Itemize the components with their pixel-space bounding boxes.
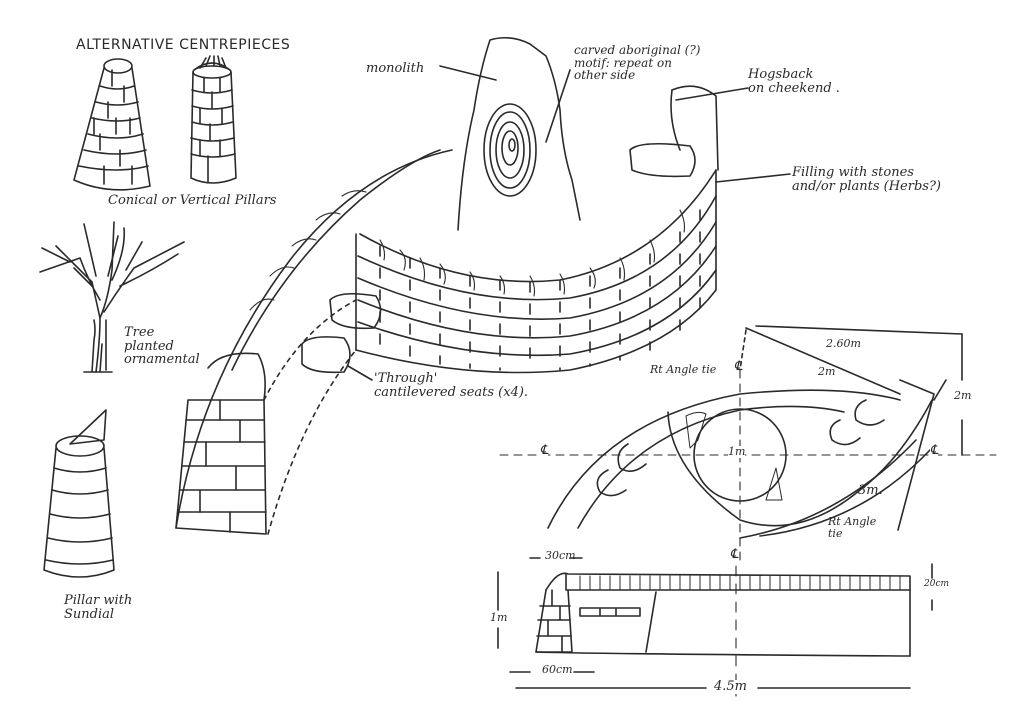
plan-dim-outer: 3m. xyxy=(858,483,883,498)
sundial-label: Pillar with Sundial xyxy=(64,593,133,622)
plan-dim-circle: 1m xyxy=(728,445,746,458)
plan-dim-overall: 2.60m xyxy=(826,337,861,350)
elev-centreline: ℄ xyxy=(730,547,739,562)
sundial-pillar-drawing xyxy=(43,409,115,578)
vertical-pillar-drawing xyxy=(190,55,237,184)
plan-view-drawing xyxy=(499,325,997,561)
plan-dim-height: 2m xyxy=(954,389,972,402)
tree-drawing xyxy=(39,221,185,373)
elev-dim-coping: 20cm xyxy=(924,579,950,589)
motif-label: carved aboriginal (?) motif: repeat on o… xyxy=(574,43,701,83)
seats-label: 'Through' cantilevered seats (x4). xyxy=(374,371,529,400)
plan-dim-radius: 2m xyxy=(818,365,836,378)
pillars-label: Conical or Vertical Pillars xyxy=(108,193,277,208)
elevation-view-drawing xyxy=(497,557,933,697)
elev-dim-base-width: 60cm xyxy=(542,663,573,676)
page-title: ALTERNATIVE CENTREPIECES xyxy=(76,37,291,53)
plan-tie-label-top: Rt Angle tie xyxy=(650,363,717,376)
plan-centreline-left: ℄ xyxy=(540,443,549,458)
conical-pillar-drawing xyxy=(73,58,151,191)
monolith-label: monolith xyxy=(366,61,425,76)
main-perspective-drawing xyxy=(175,36,791,535)
elev-dim-height: 1m xyxy=(490,611,508,624)
plan-tie-label-bottom: Rt Angle tie xyxy=(828,515,877,540)
elev-dim-length: 4.5m xyxy=(714,679,748,694)
plan-centreline-right: ℄ xyxy=(930,443,939,458)
hogsback-label: Hogsback on cheekend . xyxy=(748,67,840,96)
elev-dim-top-width: 30cm xyxy=(545,549,576,562)
tree-label: Tree planted ornamental xyxy=(124,325,200,368)
plan-centreline-top: ℄ xyxy=(734,359,743,374)
filling-label: Filling with stones and/or plants (Herbs… xyxy=(792,165,941,194)
